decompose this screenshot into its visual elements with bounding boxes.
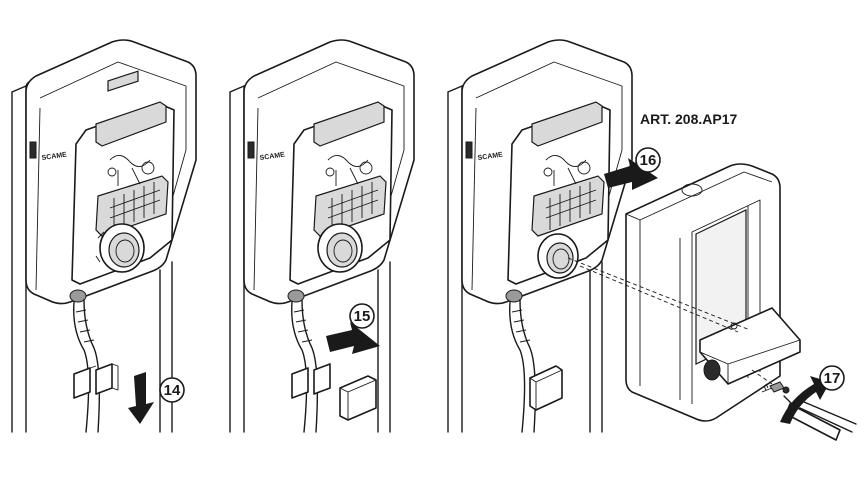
step-15-number: 15 bbox=[354, 308, 371, 325]
figure-step-14: SCAME 14 bbox=[11, 39, 197, 433]
figure-step-16-17: SCAME bbox=[447, 39, 857, 441]
protective-cover bbox=[567, 163, 801, 422]
step-14-badge: 14 bbox=[159, 377, 185, 403]
arrow-insert-icon bbox=[604, 158, 658, 190]
step-15-badge: 15 bbox=[349, 303, 375, 329]
cover-plate bbox=[339, 375, 377, 421]
cable bbox=[505, 289, 537, 433]
brand-logo-text: SCAME bbox=[259, 151, 285, 161]
cover-plate-installed bbox=[529, 365, 563, 411]
screw bbox=[761, 381, 790, 394]
step-16-number: 16 bbox=[640, 152, 657, 169]
charger-housing: SCAME bbox=[25, 39, 197, 305]
step-14-number: 14 bbox=[164, 382, 181, 399]
cable bbox=[287, 289, 319, 433]
arrow-left-icon bbox=[326, 322, 380, 354]
charger-housing: SCAME bbox=[243, 39, 415, 305]
rotate-arrow-icon bbox=[780, 376, 830, 424]
cable bbox=[69, 289, 101, 433]
base-clips bbox=[73, 363, 119, 399]
brand-logo-text: SCAME bbox=[41, 151, 67, 161]
base-clips bbox=[291, 363, 331, 399]
brand-logo-text: SCAME bbox=[477, 151, 503, 161]
figure-step-15: SCAME 15 bbox=[229, 39, 415, 433]
product-label: ART. 208.AP17 bbox=[640, 111, 737, 127]
arrow-down-icon bbox=[128, 372, 154, 424]
step-17-badge: 17 bbox=[819, 365, 845, 391]
step-17-number: 17 bbox=[824, 370, 841, 387]
step-16-badge: 16 bbox=[635, 147, 661, 173]
charger-housing: SCAME bbox=[461, 39, 633, 305]
